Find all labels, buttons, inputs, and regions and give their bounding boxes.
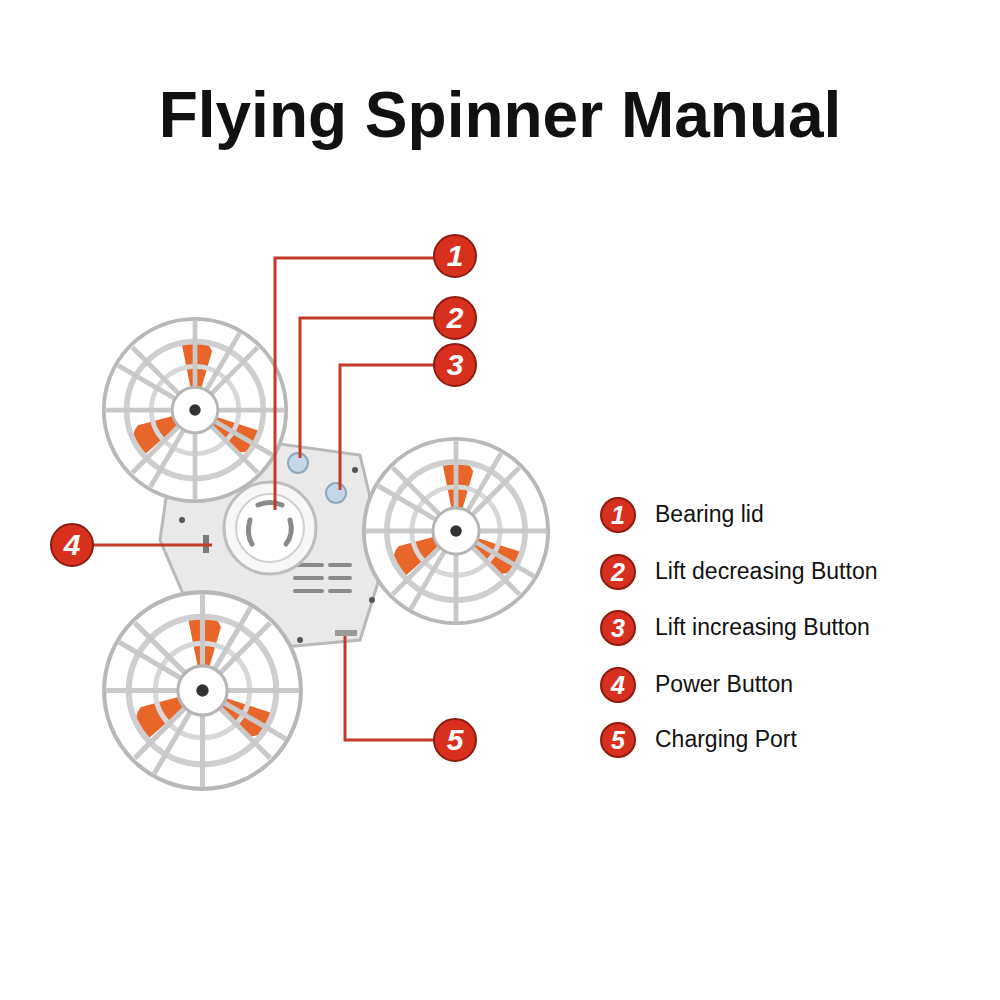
callout-badge: 2 [600,554,636,590]
callout-badge: 3 [600,610,636,646]
callout-number: 4 [611,673,625,698]
callout-number: 5 [611,728,625,753]
callout-badge: 5 [600,722,636,758]
callout-number: 3 [447,350,464,380]
part-name: Bearing lid [655,502,764,527]
part-name: Power Button [655,672,793,697]
part-name: Charging Port [655,727,797,752]
part-name: Lift decreasing Button [655,559,877,584]
callout-number: 1 [447,241,464,271]
callout-badge: 3 [433,343,477,387]
callout-badge: 5 [433,718,477,762]
callout-number: 5 [447,725,464,755]
callout-badge: 1 [433,234,477,278]
title: Flying Spinner Manual [0,78,1000,152]
part-name: Lift increasing Button [655,615,870,640]
callout-badge: 2 [433,296,477,340]
callout-badge: 4 [50,523,94,567]
callout-badge: 1 [600,497,636,533]
callout-number: 1 [611,503,625,528]
callout-number: 2 [447,303,464,333]
callout-number: 3 [611,616,625,641]
callout-number: 4 [64,530,81,560]
callout-badge: 4 [600,667,636,703]
callout-number: 2 [611,560,625,585]
